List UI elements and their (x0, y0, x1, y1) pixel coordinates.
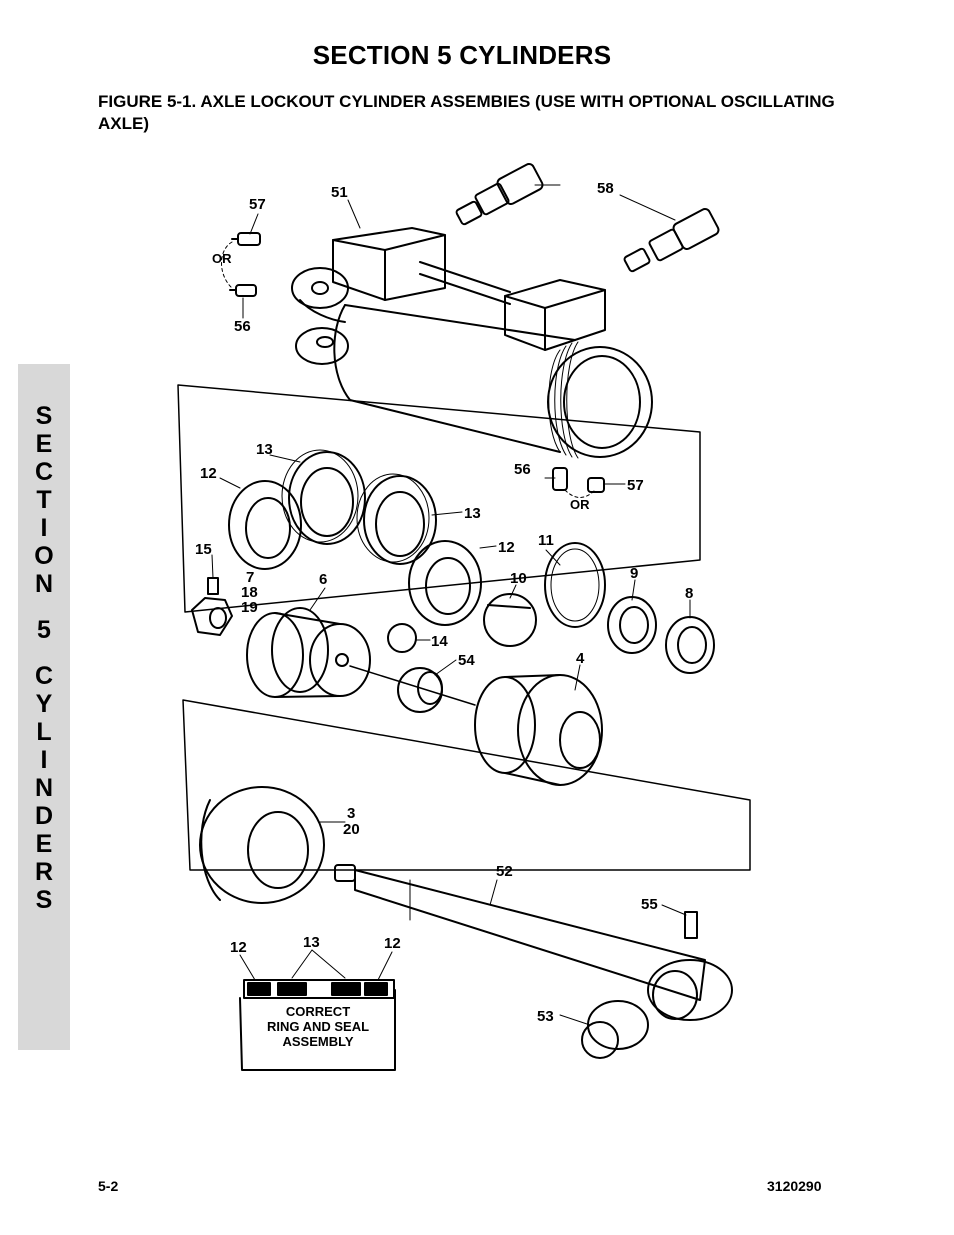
side-tab-letter: S (35, 402, 53, 430)
cylinder-head-3 (199, 786, 325, 904)
side-tab-letter: L (36, 718, 52, 746)
seal-13-left (281, 449, 366, 545)
figure-caption: FIGURE 5-1. AXLE LOCKOUT CYLINDER ASSEMB… (98, 92, 835, 133)
callout-53: 53 (537, 1008, 554, 1025)
callout-13-right: 13 (464, 505, 481, 522)
o-ring-14 (387, 623, 417, 653)
callout-57-top: 57 (249, 196, 266, 213)
callout-56-top: 56 (234, 318, 251, 335)
side-tab-letter: D (34, 802, 54, 830)
callout-leaders (211, 184, 691, 1026)
side-tab-letter: S (35, 886, 53, 914)
side-tab-letter: C (34, 458, 54, 486)
callout-54: 54 (458, 652, 475, 669)
counterbalance-valve-block-right (419, 261, 606, 351)
callout-57-mid: 57 (627, 477, 644, 494)
callout-3: 3 (347, 805, 355, 822)
callout-56-mid: 56 (514, 461, 531, 478)
side-tab-letter: E (35, 830, 53, 858)
bearing-9 (607, 596, 657, 654)
wear-ring-12-right (408, 540, 482, 626)
callout-15: 15 (195, 541, 212, 558)
wear-ring-12-left (228, 480, 302, 570)
or-label-top: OR (212, 251, 232, 266)
callout-52: 52 (496, 863, 513, 880)
upper-explode-plane (177, 384, 701, 613)
lower-explode-plane (182, 699, 751, 871)
ring-seal-inset (239, 979, 396, 1071)
fitting-57-mid (587, 477, 605, 493)
inset-text-line1: CORRECT (286, 1004, 350, 1019)
grease-fitting-55 (684, 911, 698, 939)
cartridge-valve-top (455, 163, 544, 226)
callout-18: 18 (241, 584, 258, 601)
side-tab-letter: N (34, 774, 54, 802)
piston-6 (246, 607, 371, 698)
rod-end-eye (647, 959, 733, 1021)
cylinder-head-4 (474, 674, 603, 786)
callout-13-inset: 13 (303, 934, 320, 951)
fitting-57-top (231, 232, 261, 246)
counterbalance-valve-block-left (332, 227, 446, 301)
callout-11: 11 (538, 532, 554, 549)
side-tab-letter: R (34, 858, 54, 886)
page-number: 5-2 (98, 1178, 119, 1194)
callout-51: 51 (331, 184, 348, 201)
side-tab-letter: Y (35, 690, 53, 718)
lock-nut (191, 597, 233, 636)
bushing-10 (483, 593, 537, 647)
cartridge-valve-right (623, 208, 720, 273)
fitting-56-mid (552, 467, 568, 491)
side-tab-letter: I (40, 514, 48, 542)
callout-12-inset-left: 12 (230, 939, 247, 956)
callout-14: 14 (431, 633, 448, 650)
side-tab-letter: N (34, 570, 54, 598)
fitting-56-top (229, 284, 257, 297)
o-ring-11 (544, 542, 606, 628)
callout-19: 19 (241, 599, 258, 616)
set-screw-15 (207, 577, 219, 595)
side-tab-letter: E (35, 430, 53, 458)
callout-9: 9 (630, 565, 638, 582)
callout-4: 4 (576, 650, 585, 667)
document-number: 3120290 (767, 1178, 822, 1194)
side-tab-letter: C (34, 662, 54, 690)
bushing-53 (581, 1000, 649, 1059)
callout-12-right: 12 (498, 539, 515, 556)
callout-12-left: 12 (200, 465, 217, 482)
callout-7: 7 (246, 569, 254, 586)
side-tab-letter: 5 (37, 616, 51, 644)
callout-58: 58 (597, 180, 614, 197)
seal-13-right (356, 473, 437, 565)
bearing-8 (665, 616, 715, 674)
section-title: SECTION 5 CYLINDERS (312, 40, 612, 70)
or-label-mid: OR (570, 497, 590, 512)
inset-text-line3: ASSEMBLY (282, 1034, 353, 1049)
side-tab-letter: T (36, 486, 52, 514)
callout-13-left: 13 (256, 441, 273, 458)
cylinder-barrel (291, 267, 653, 459)
callout-10: 10 (510, 570, 527, 587)
callout-20: 20 (343, 821, 360, 838)
inset-text-line2: RING AND SEAL (267, 1019, 369, 1034)
side-tab-letter: I (40, 746, 48, 774)
callout-55: 55 (641, 896, 658, 913)
callout-6: 6 (319, 571, 327, 588)
callout-12-inset-right: 12 (384, 935, 401, 952)
side-tab-letter: O (34, 542, 54, 570)
callout-8: 8 (685, 585, 693, 602)
rod-52 (334, 864, 706, 1001)
